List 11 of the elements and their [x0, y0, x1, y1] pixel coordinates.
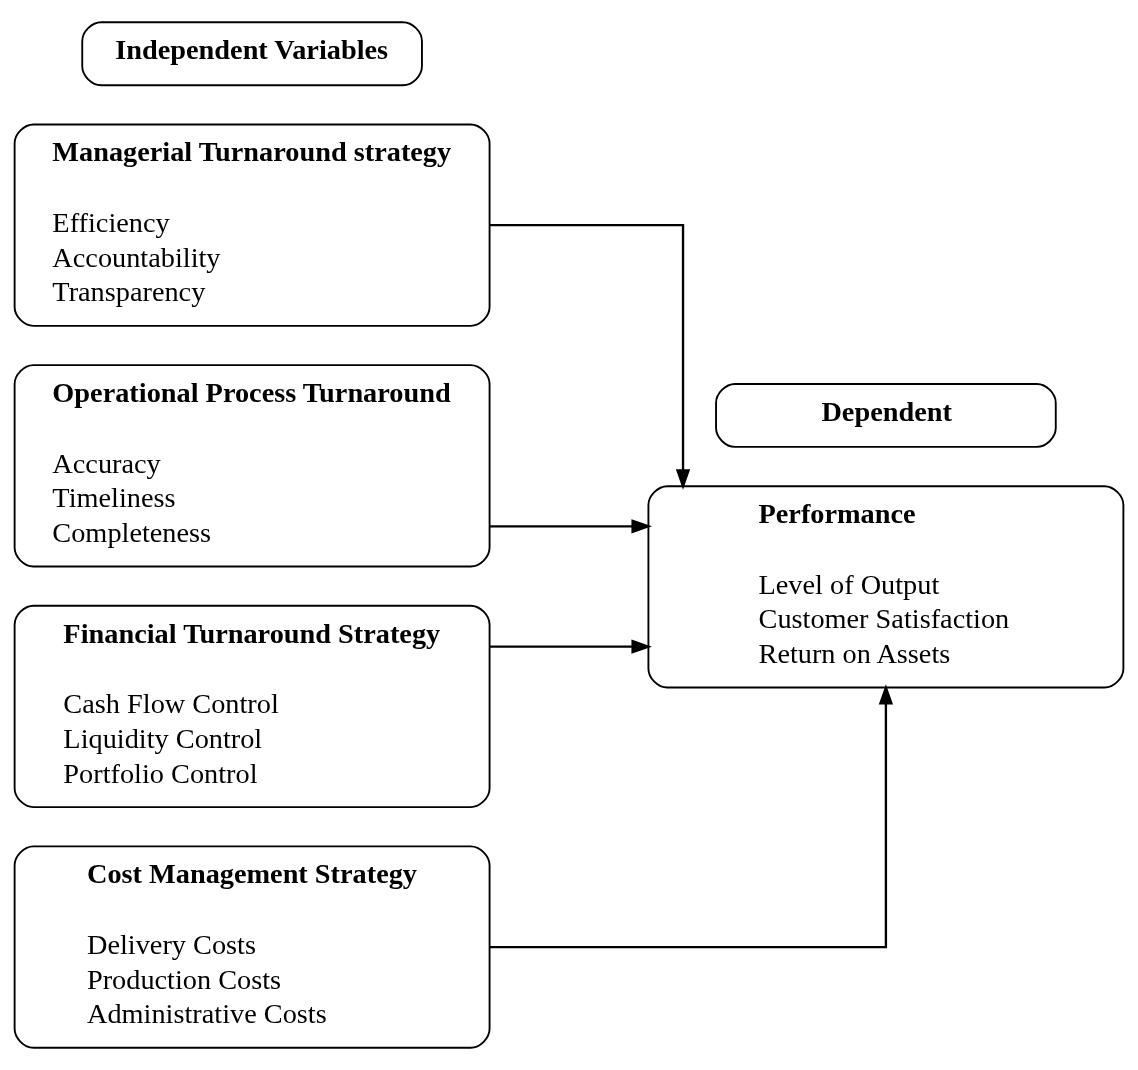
arrow	[489, 519, 652, 534]
node-box: Operational Process Turnaround Accuracy Timeliness Completeness	[13, 364, 491, 568]
arrow	[489, 224, 691, 490]
arrow	[489, 639, 652, 654]
node-box: Independent Variables	[81, 21, 423, 87]
node-box: Managerial Turnaround strategy Efficiency Accountability Transparency	[13, 123, 491, 327]
node-box: Financial Turnaround Strategy Cash Flow Control Liquidity Control Portfolio Control	[13, 604, 491, 809]
node-box: Cost Management Strategy Delivery Costs Production Costs Administrative Costs	[13, 845, 491, 1049]
arrow	[489, 684, 894, 949]
node-box: Performance Level of Output Customer Satisfaction Return on Assets	[647, 485, 1125, 689]
node-box: Dependent	[715, 383, 1057, 448]
